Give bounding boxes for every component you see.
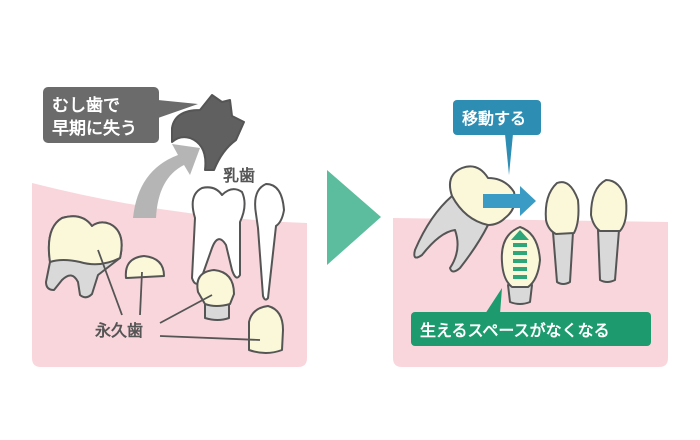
permanent-molar-crown-icon bbox=[47, 215, 123, 266]
incisor2-crown-icon bbox=[590, 179, 628, 232]
erupting-tooth-crown-icon bbox=[500, 226, 541, 288]
permanent-premolar-icon bbox=[124, 255, 165, 279]
decayed-tooth-icon bbox=[171, 94, 245, 171]
removal-arrow-icon bbox=[133, 144, 200, 218]
left-panel: むし歯で 早期に失う 乳歯 永久歯 bbox=[32, 87, 307, 367]
right-panel: 移動する 生えるスペースがなくなる bbox=[393, 100, 668, 367]
permanent-tooth-label: 永久歯 bbox=[94, 321, 143, 340]
move-caption-text: 移動する bbox=[462, 109, 526, 128]
leader-lines bbox=[97, 249, 261, 341]
baby-canine-icon bbox=[254, 183, 285, 301]
baby-molar-icon bbox=[191, 186, 246, 285]
no-space-caption: 生えるスペースがなくなる bbox=[411, 288, 651, 346]
erupting-tooth-root-icon bbox=[507, 284, 533, 305]
caries-caption: むし歯で 早期に失う bbox=[43, 87, 198, 143]
incisor-root-icon bbox=[552, 231, 574, 285]
baby-tooth-label: 乳歯 bbox=[223, 166, 255, 185]
tilted-molar-crown-icon bbox=[449, 165, 516, 226]
permanent-canine-icon bbox=[248, 305, 284, 354]
incisor2-root-icon bbox=[597, 229, 620, 283]
eruption-arrow-icon bbox=[511, 230, 529, 279]
no-space-caption-text: 生えるスペースがなくなる bbox=[420, 321, 610, 340]
move-arrow-icon bbox=[483, 186, 536, 216]
next-arrow-icon bbox=[327, 170, 381, 265]
caries-caption-line2: 早期に失う bbox=[52, 118, 137, 139]
move-caption: 移動する bbox=[453, 100, 541, 175]
incisor-crown-icon bbox=[544, 181, 580, 235]
caries-caption-line1: むし歯で bbox=[52, 95, 120, 116]
